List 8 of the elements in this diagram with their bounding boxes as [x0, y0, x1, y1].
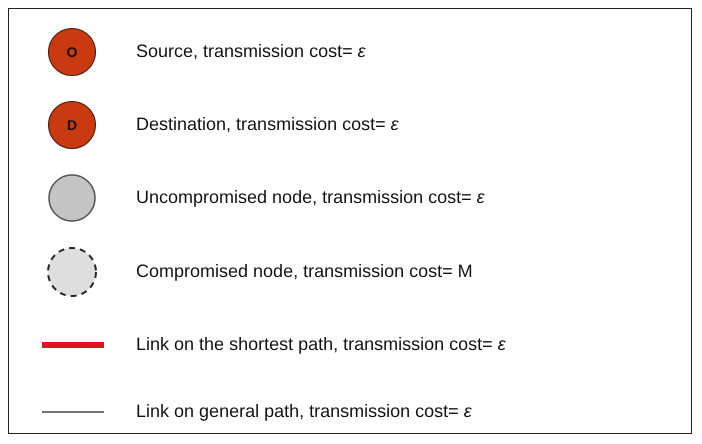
legend-text: Source, transmission cost= ε: [136, 40, 366, 62]
node-letter: D: [66, 117, 78, 133]
legend-text: Link on general path, transmission cost= ε: [136, 400, 472, 422]
legend-text: Link on the shortest path, transmission cost= ε: [136, 333, 506, 355]
legend-text: Destination, transmission cost= ε: [136, 113, 399, 135]
node-letter: O: [66, 44, 78, 60]
legend-text: Compromised node, transmission cost= M: [136, 260, 473, 282]
legend-text: Uncompromised node, transmission cost= ε: [136, 186, 485, 208]
